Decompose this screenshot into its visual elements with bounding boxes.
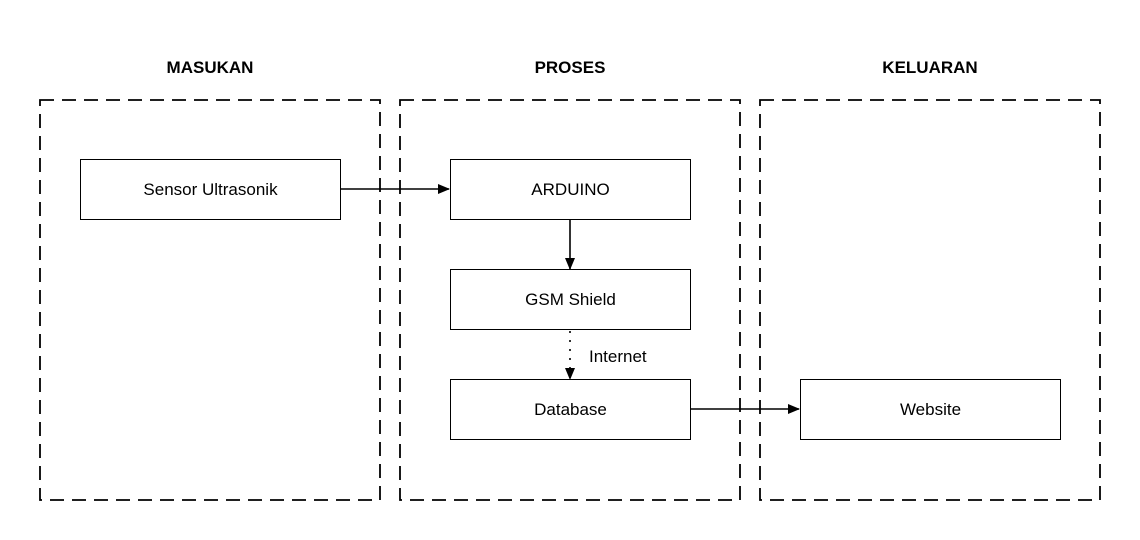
node-gsm-shield: GSM Shield	[450, 269, 691, 330]
node-arduino: ARDUINO	[450, 159, 691, 220]
column-title-keluaran: KELUARAN	[882, 58, 978, 77]
node-database: Database	[450, 379, 691, 440]
group-masukan-border	[39, 99, 381, 501]
group-proses-border	[399, 99, 741, 501]
column-title-proses: PROSES	[534, 58, 606, 77]
node-sensor-ultrasonik: Sensor Ultrasonik	[80, 159, 341, 220]
edge-label-internet: Internet	[589, 347, 647, 366]
group-keluaran-border	[759, 99, 1101, 501]
column-title-masukan: MASUKAN	[166, 58, 254, 77]
node-website: Website	[800, 379, 1061, 440]
